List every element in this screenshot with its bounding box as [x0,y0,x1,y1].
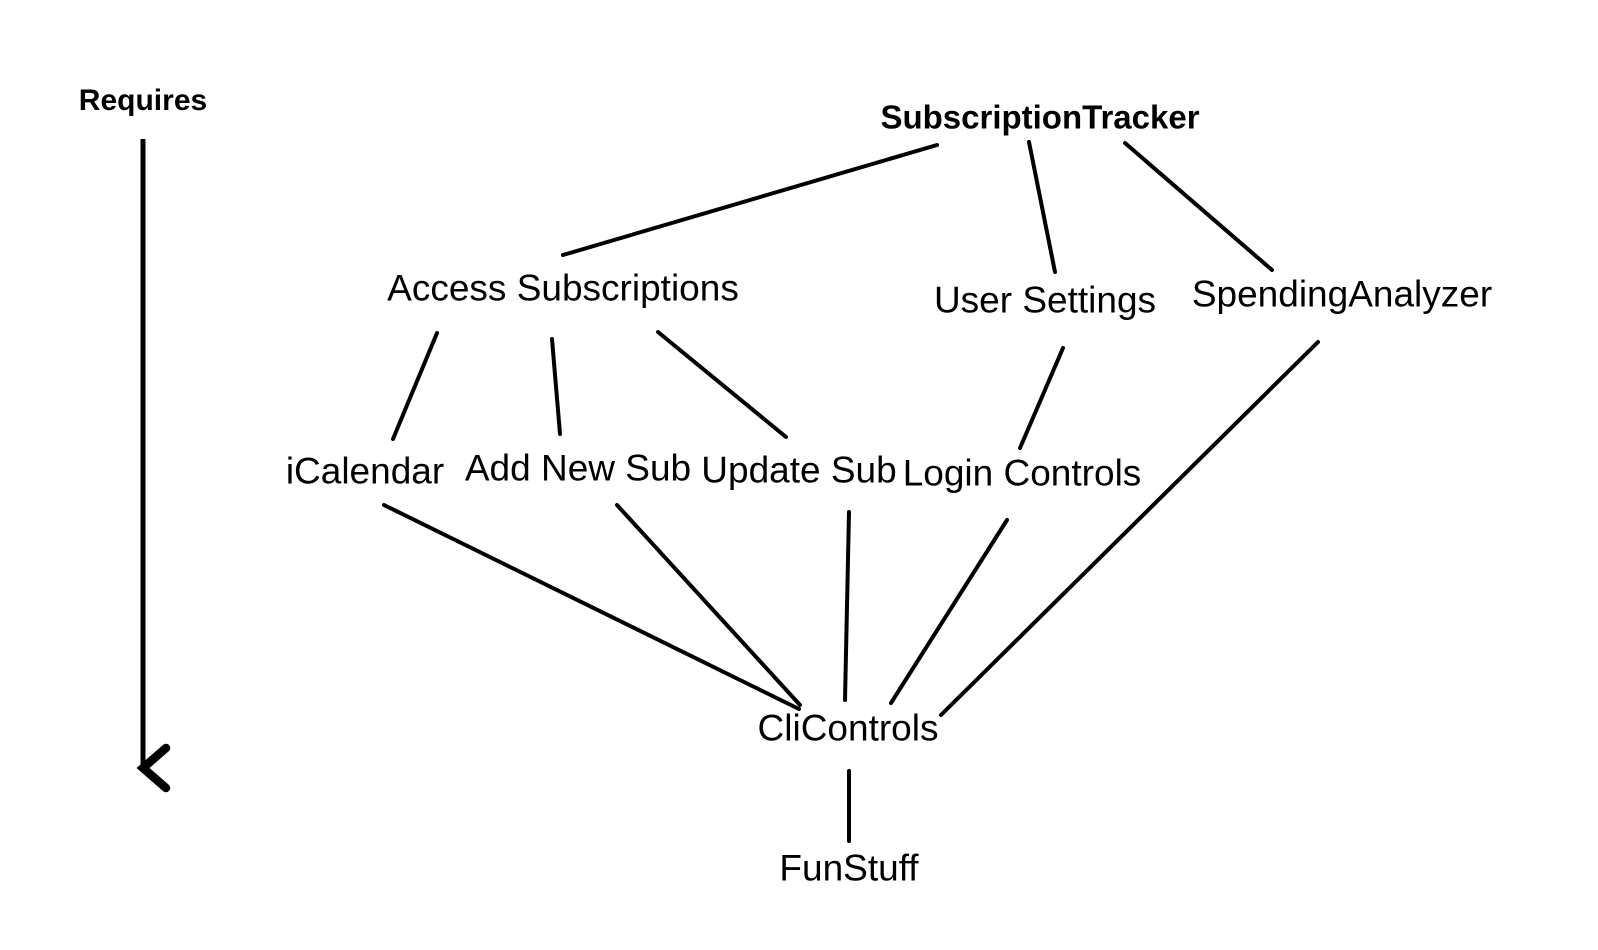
node-update-sub[interactable]: Update Sub [701,449,897,491]
node-icalendar[interactable]: iCalendar [285,450,445,492]
requires-legend-label: Requires [78,84,208,117]
node-login-controls[interactable]: Login Controls [902,452,1142,494]
edge-user-settings-to-login-controls [1018,346,1065,450]
edge-access-subscriptions-to-icalendar [391,331,439,441]
edges-group [382,140,1320,843]
node-user-settings[interactable]: User Settings [933,279,1157,321]
edge-subscription-tracker-to-access-subscriptions [561,143,939,257]
edge-add-new-sub-to-cli-controls [615,503,802,707]
node-subscription-tracker[interactable]: SubscriptionTracker [880,98,1200,136]
node-access-subscriptions[interactable]: Access Subscriptions [387,267,739,309]
edge-icalendar-to-cli-controls [382,503,801,711]
edge-update-sub-to-cli-controls [843,510,851,702]
node-fun-stuff[interactable]: FunStuff [779,847,919,889]
edge-subscription-tracker-to-spending-analyzer [1123,141,1274,272]
edge-access-subscriptions-to-add-new-sub [550,337,562,436]
edge-spending-analyzer-to-cli-controls [939,340,1320,717]
edge-login-controls-to-cli-controls [889,518,1009,705]
node-add-new-sub[interactable]: Add New Sub [464,447,692,489]
node-spending-analyzer[interactable]: SpendingAnalyzer [1191,273,1493,315]
edge-subscription-tracker-to-user-settings [1027,140,1057,274]
edge-access-subscriptions-to-update-sub [656,330,788,439]
node-cli-controls[interactable]: CliControls [757,707,939,749]
